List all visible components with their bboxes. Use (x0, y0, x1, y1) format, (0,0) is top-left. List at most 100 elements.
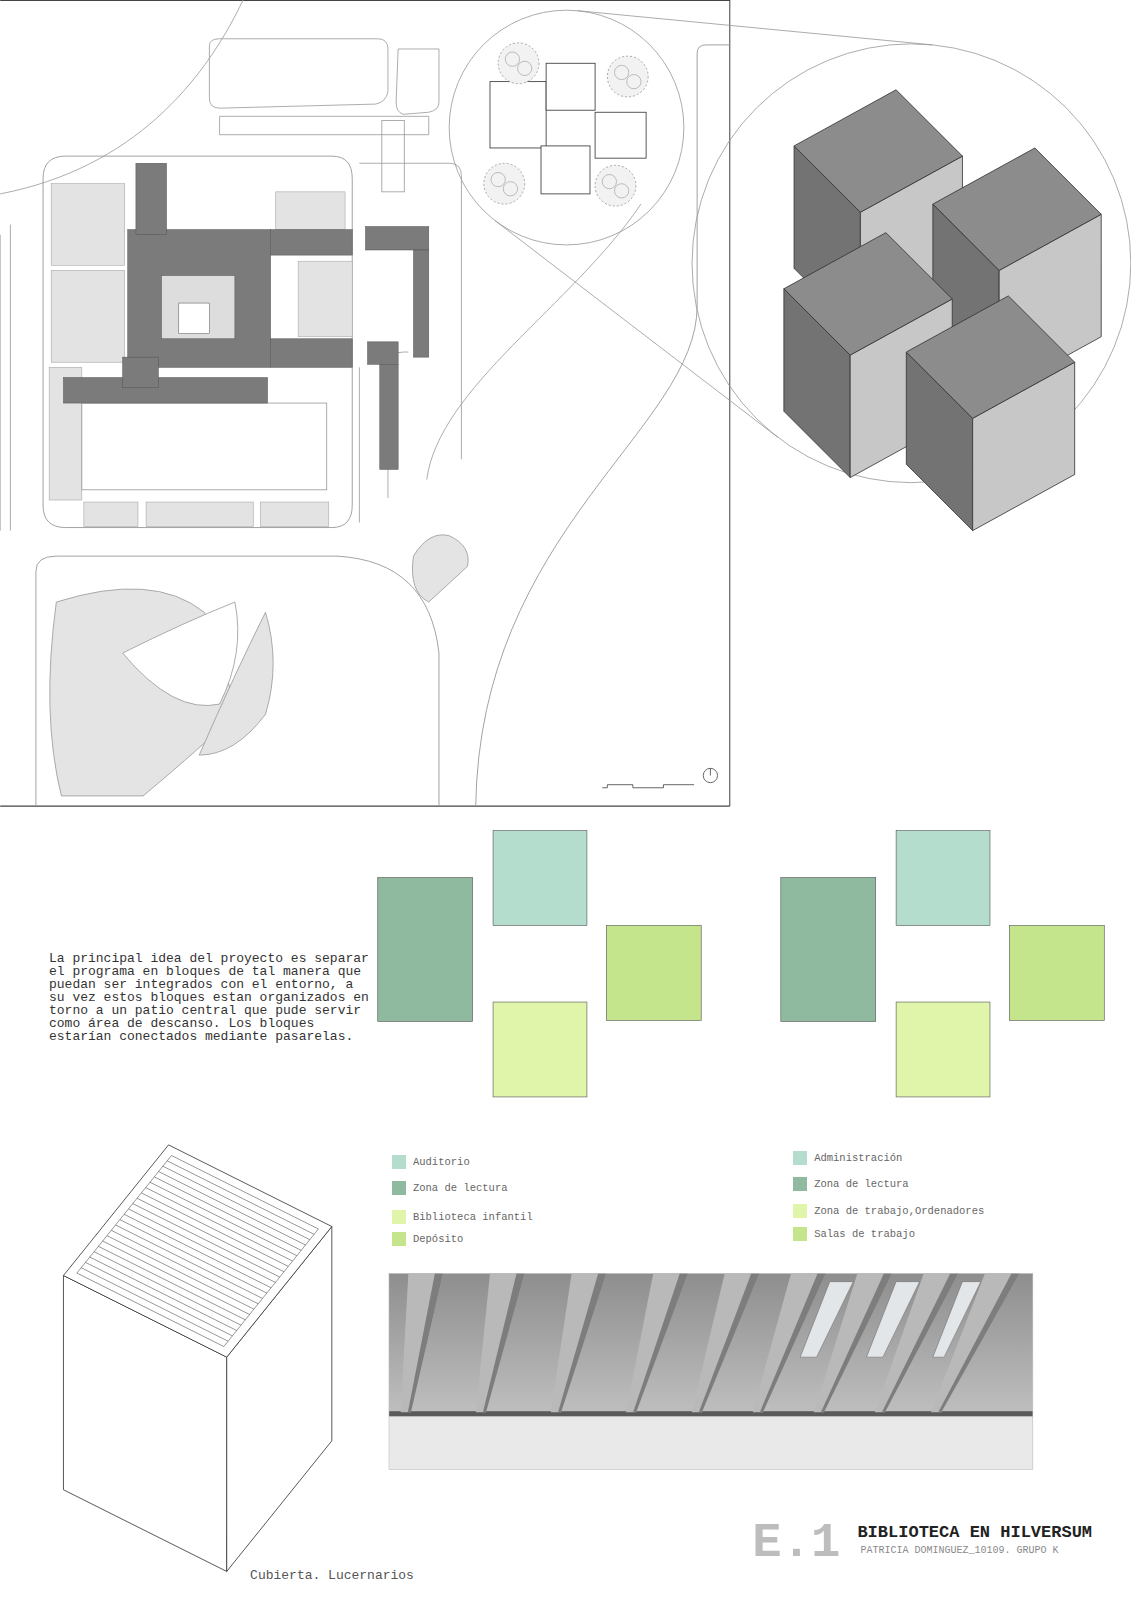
interior-render (389, 1273, 1033, 1469)
road-edge (209, 39, 388, 108)
concrete-beam (551, 1273, 606, 1412)
legend-label: Administración (814, 1152, 902, 1164)
existing-building (271, 230, 353, 256)
existing-building (368, 342, 399, 364)
skylight-slat (107, 1236, 254, 1309)
green-area (199, 612, 273, 755)
existing-building (123, 357, 159, 388)
existing-building (63, 378, 267, 404)
parking-strip (382, 120, 404, 191)
concrete-beam (476, 1273, 525, 1412)
tree (491, 172, 505, 186)
skylight-slat (94, 1252, 241, 1325)
site-plan (0, 0, 730, 806)
programme-block (378, 878, 473, 1022)
skylight-slat (116, 1225, 263, 1298)
tree (614, 184, 628, 198)
beam-shadow (938, 1273, 1019, 1412)
sheet-title: BIBLIOTECA EN HILVERSUM (857, 1523, 1092, 1542)
skylight-slat (124, 1214, 271, 1287)
tree (518, 61, 532, 75)
site-parcel (298, 261, 352, 337)
legend-label: Biblioteca infantil (413, 1211, 533, 1223)
skylight-slat (159, 1172, 306, 1245)
programme-diagram (378, 831, 701, 1097)
road-edge (220, 116, 429, 134)
legend-swatch (392, 1155, 406, 1169)
legend-swatch (392, 1210, 406, 1224)
drawing-caption: Cubierta. Lucernarios (250, 1569, 414, 1583)
existing-building (271, 339, 353, 368)
tree (602, 174, 616, 188)
tree (595, 165, 636, 206)
site-parcel (260, 502, 328, 526)
skylight-slat (141, 1193, 288, 1266)
programme-block (493, 1002, 587, 1097)
north-symbol (703, 768, 717, 782)
existing-building (366, 227, 429, 250)
skylight-slat (111, 1230, 258, 1303)
tree (627, 74, 641, 88)
tangent-line (578, 11, 933, 45)
green-area (412, 535, 468, 602)
existing-building (413, 250, 428, 357)
legend-entry: Administración (793, 1151, 902, 1165)
tree (614, 65, 628, 79)
skylight-slat (163, 1166, 310, 1239)
project-block (546, 63, 595, 110)
tree (484, 163, 525, 204)
programme-block (896, 831, 990, 926)
tree (503, 182, 517, 196)
legend-entry: Zona de lectura (392, 1181, 508, 1195)
author-credit: PATRICIA DOMINGUEZ_10109. GRUPO K (860, 1545, 1058, 1556)
render-ground (389, 1273, 1033, 1469)
programme-block (493, 831, 587, 926)
road-edge (0, 224, 10, 530)
roof-drawing (63, 1145, 331, 1572)
project-block (541, 146, 590, 194)
skylight-slat (133, 1204, 280, 1277)
beam-shadow (408, 1273, 443, 1412)
skylight-slat (128, 1209, 275, 1282)
tangent-line (495, 221, 778, 438)
programme-block (606, 926, 701, 1021)
legend-label: Zona de trabajo,Ordenadores (814, 1205, 984, 1217)
campus-outline (43, 156, 352, 527)
legend-label: Salas de trabajo (814, 1228, 915, 1240)
isometric-blocks (784, 90, 1101, 531)
legend-entry: Biblioteca infantil (392, 1210, 533, 1224)
concrete-beam (401, 1273, 443, 1412)
concrete-beam (931, 1273, 1019, 1412)
block-roof (784, 233, 952, 355)
project-block (595, 112, 646, 158)
concrete-beam (692, 1273, 760, 1412)
existing-building (380, 364, 398, 469)
skylight-slat (137, 1198, 284, 1271)
road-edge (476, 45, 730, 806)
site-parcel (51, 184, 124, 266)
courtyard (161, 276, 234, 339)
roof-border (77, 1156, 319, 1347)
road-edge (359, 163, 461, 522)
beam-shadow (699, 1273, 760, 1412)
skylight-slat (98, 1246, 245, 1319)
existing-building (128, 230, 271, 368)
skylight-slat (81, 1268, 228, 1341)
concrete-beam (626, 1273, 688, 1412)
existing-building (136, 163, 167, 234)
north-symbol (710, 768, 711, 775)
site-parcel (84, 502, 138, 526)
legend-swatch (392, 1232, 406, 1246)
concept-note: La principal idea del proyecto es separa… (49, 952, 371, 1043)
road-edge (396, 49, 439, 114)
tree (505, 52, 519, 66)
block-roof (794, 90, 962, 212)
site-parcel (51, 270, 124, 362)
back-wall (389, 1413, 1033, 1469)
skylight-slat (167, 1161, 314, 1234)
skylight-slat (146, 1188, 293, 1261)
road-edge (36, 556, 439, 806)
tree (607, 56, 648, 97)
